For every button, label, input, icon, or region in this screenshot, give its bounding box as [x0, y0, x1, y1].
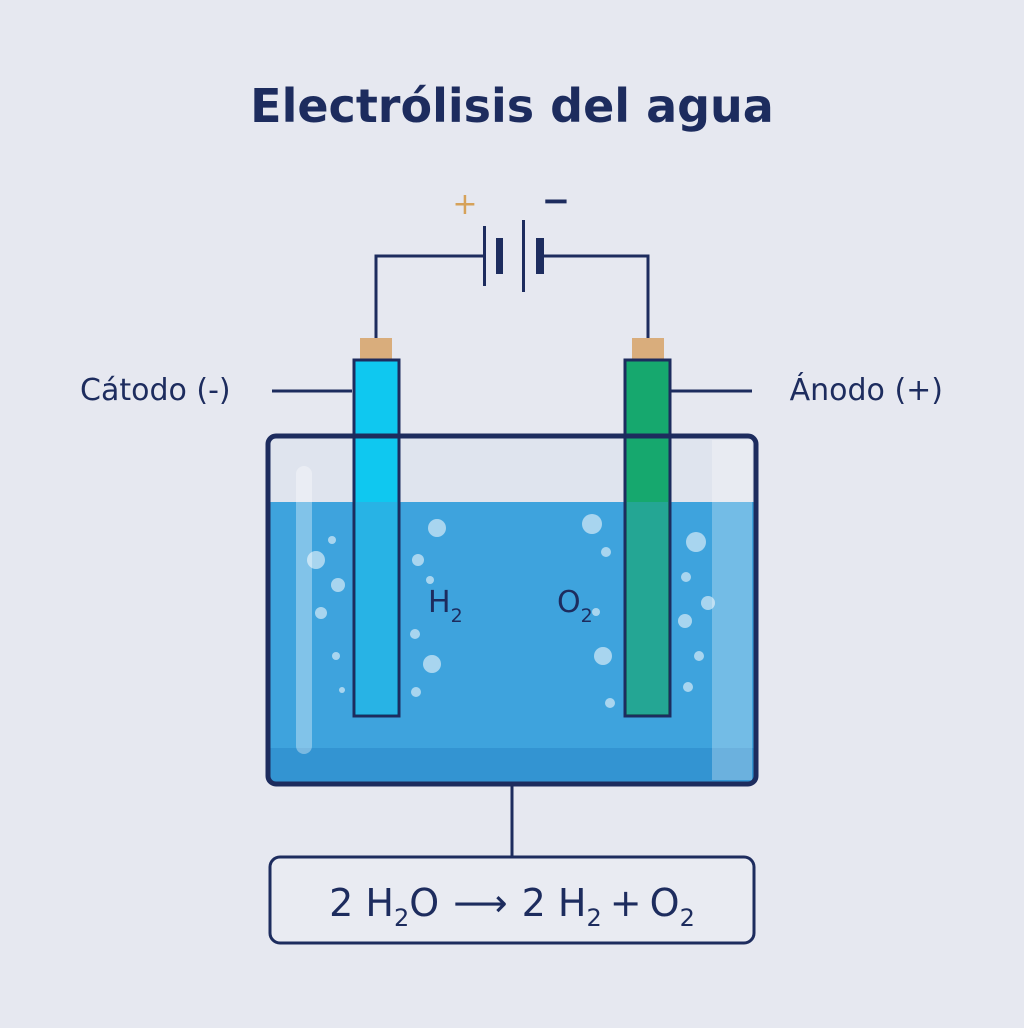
cathode-submerged-tint [356, 502, 397, 714]
equation-box [268, 855, 756, 945]
water-tank [268, 436, 756, 784]
equation-reactant-coef: 2 H [329, 881, 394, 925]
cathode-cap [360, 338, 392, 360]
water-bottom-shade [270, 748, 754, 782]
anode-gas-subscript: 2 [581, 605, 593, 627]
gas-bubbles [307, 514, 715, 708]
equation-product1-coef: 2 H [522, 881, 587, 925]
equation-arrow: ⟶ [453, 881, 507, 925]
anode-cap [632, 338, 664, 360]
chemical-equation: 2 H2O⟶2 H2+O2 [329, 881, 695, 932]
anode-submerged-tint [627, 502, 668, 714]
cathode-gas-subscript: 2 [451, 605, 463, 627]
cathode-label: Cátodo (-) [80, 373, 231, 408]
equation-reactant-tail: O [409, 881, 439, 925]
equation-reactant-sub: 2 [394, 904, 409, 932]
cathode-gas-label: H2 [428, 585, 463, 627]
battery-icon [483, 220, 544, 292]
circuit-wires [374, 254, 650, 338]
equation-product2-sub: 2 [680, 904, 695, 932]
cathode-gas-base: H [428, 585, 451, 620]
battery-plus-label: + [452, 187, 477, 222]
water-body [270, 502, 754, 782]
wire-right [540, 254, 650, 338]
equation-product1-sub: 2 [587, 904, 602, 932]
anode-gas-base: O [557, 585, 581, 620]
battery-minus-label: − [542, 181, 571, 221]
anode-gas-label: O2 [557, 585, 593, 627]
page-title: Electrólisis del agua [250, 79, 774, 133]
equation-product2-base: O [650, 881, 680, 925]
wire-left [374, 254, 484, 338]
tank-glass-highlight-right [712, 440, 752, 780]
equation-plus: + [610, 881, 642, 925]
anode-label: Ánodo (+) [790, 372, 943, 408]
tank-glass-highlight-left [296, 466, 312, 754]
anode-electrode [623, 358, 672, 718]
tank-outline [265, 433, 759, 787]
